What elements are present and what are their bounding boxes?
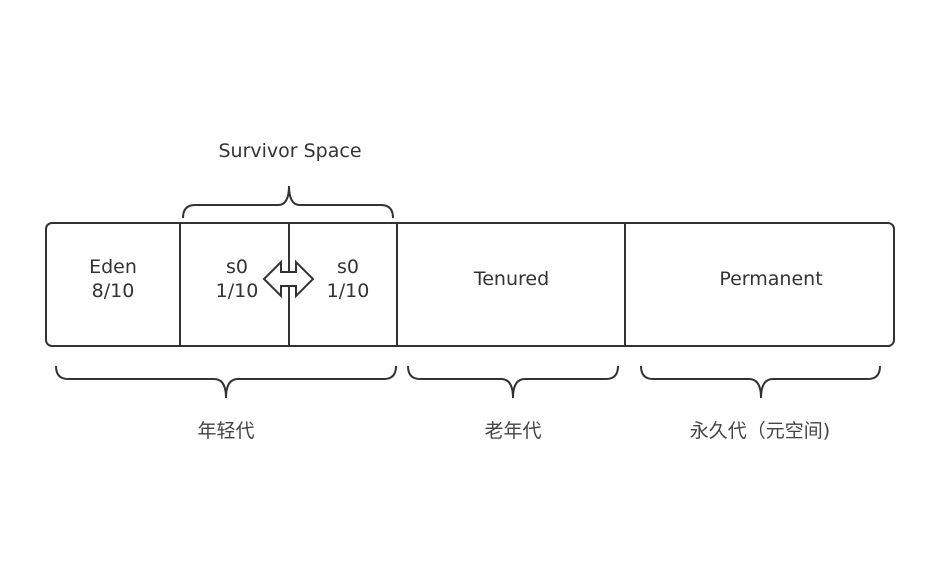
young-gen-brace [55, 365, 397, 399]
perm-gen-brace [640, 365, 881, 399]
s0-right-name: s0 [337, 256, 359, 278]
s0-left-name: s0 [226, 256, 248, 278]
eden-ratio: 8/10 [91, 280, 135, 302]
permanent-region: Permanent [719, 268, 823, 290]
survivor-s0-left: s0 1/10 [197, 255, 277, 303]
eden-name: Eden [89, 256, 137, 278]
survivor-s0-right: s0 1/10 [308, 255, 388, 303]
young-generation-label: 年轻代 [197, 420, 255, 442]
heap-outline [45, 222, 895, 347]
tenured-region: Tenured [473, 268, 550, 290]
s0-left-ratio: 1/10 [215, 280, 259, 302]
old-gen-brace [407, 365, 619, 399]
swap-arrow-icon [262, 259, 315, 299]
s0-right-ratio: 1/10 [326, 280, 370, 302]
survivor-space-brace [182, 185, 394, 219]
permanent-generation-label: 永久代（元空间) [689, 420, 831, 442]
eden-region: Eden 8/10 [46, 255, 180, 303]
old-generation-label: 老年代 [484, 420, 542, 442]
survivor-space-label: Survivor Space [218, 140, 362, 162]
